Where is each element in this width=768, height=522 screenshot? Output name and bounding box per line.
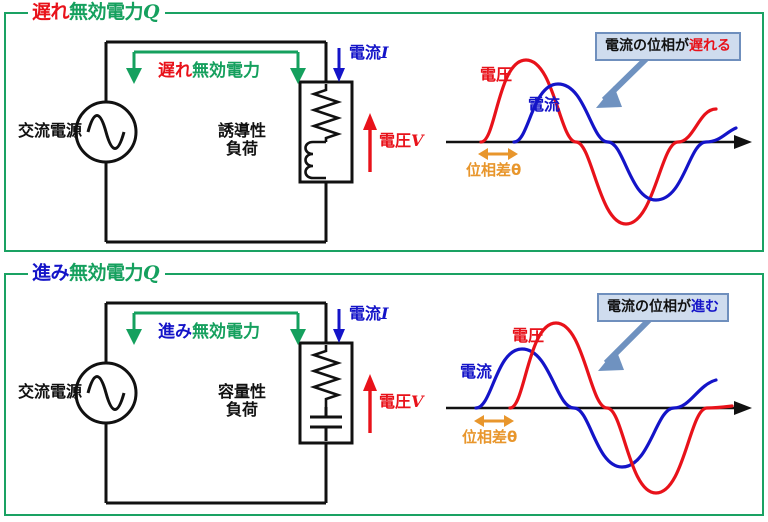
panel-leading-title-var: Q <box>143 262 160 284</box>
ac-source-symbol <box>74 361 138 425</box>
load-label: 誘導性 負荷 <box>218 122 266 158</box>
voltage-label: 電圧V <box>379 393 423 411</box>
load-label-line2: 負荷 <box>226 399 259 419</box>
green-arrowhead-left <box>126 329 142 345</box>
callout-lagging-prefix: 電流の位相が <box>605 38 689 54</box>
reactive-power-label: 進み無効電力 <box>158 322 260 342</box>
callout-leading-prefix: 電流の位相が <box>607 299 691 315</box>
green-arrowhead-right <box>290 68 306 84</box>
circuit-leading: 交流電源 進み無効電力 容量性 負荷 電流I 電圧V <box>6 275 446 514</box>
ac-source-label: 交流電源 <box>18 121 83 140</box>
phase-difference-arrow <box>474 415 514 427</box>
voltage-waveform <box>508 321 734 495</box>
load-label-line1: 容量性 <box>218 382 267 401</box>
load-label-line2: 負荷 <box>226 138 259 158</box>
panel-lagging-title: 遅れ無効電力Q <box>28 1 166 23</box>
current-label: 電流I <box>349 305 389 323</box>
callout-pointer-arrow <box>598 316 653 371</box>
current-waveform <box>512 82 738 202</box>
current-arrowhead <box>333 329 345 343</box>
waveform-voltage-label: 電圧 <box>512 326 545 345</box>
green-arrowhead-left <box>126 68 142 84</box>
panel-lagging-title-rest: 無効電力 <box>69 1 144 23</box>
callout-leading-accent: 進む <box>691 299 719 315</box>
panel-leading-title: 進み無効電力Q <box>28 262 166 284</box>
load-label-line1: 誘導性 <box>218 121 267 140</box>
current-label-var: I <box>381 43 389 62</box>
capacitive-load-box <box>298 341 354 445</box>
waveform-lagging: 電圧 電流 位相差θ 電流の位相が遅れる <box>436 14 766 250</box>
voltage-label-var: V <box>411 392 424 411</box>
reactive-power-label-accent: 遅れ <box>158 61 192 81</box>
callout-leading: 電流の位相が進む <box>597 293 729 323</box>
capacitor-symbol <box>310 407 342 441</box>
current-label-var: I <box>381 304 389 323</box>
panel-leading-title-rest: 無効電力 <box>69 262 144 284</box>
callout-pointer-arrow <box>596 54 651 108</box>
circuit-wires <box>104 301 328 505</box>
voltage-label: 電圧V <box>379 132 423 150</box>
green-arrowhead-right <box>290 329 306 345</box>
inductor-symbol <box>304 140 326 180</box>
reactive-power-label: 遅れ無効電力 <box>158 61 260 81</box>
panel-lagging-reactive-power: 遅れ無効電力Q <box>4 1 766 252</box>
current-label-text: 電流 <box>349 304 382 323</box>
reactive-power-label-accent: 進み <box>158 322 192 342</box>
resistor-symbol <box>309 84 343 142</box>
panel-lagging-title-var: Q <box>143 1 160 23</box>
ac-source-symbol <box>74 100 138 164</box>
voltage-label-var: V <box>411 131 424 150</box>
phase-difference-label: 位相差θ <box>462 428 518 446</box>
panel-leading-reactive-power: 進み無効電力Q <box>4 262 766 516</box>
waveform-current-label: 電流 <box>528 95 561 114</box>
load-label: 容量性 負荷 <box>218 383 266 419</box>
waveform-lagging-svg <box>446 54 752 226</box>
time-axis <box>446 135 752 149</box>
current-waveform <box>474 347 718 469</box>
current-label: 電流I <box>349 44 389 62</box>
voltage-label-text: 電圧 <box>379 131 412 150</box>
circuit-lagging: 交流電源 遅れ無効電力 誘導性 負荷 電流I 電圧V <box>6 14 446 250</box>
time-axis <box>446 401 752 415</box>
voltage-label-text: 電圧 <box>379 392 412 411</box>
panel-lagging-title-accent: 遅れ <box>32 1 70 23</box>
ac-source-label: 交流電源 <box>18 382 83 401</box>
voltage-arrowhead <box>363 113 377 130</box>
reactive-power-label-rest: 無効電力 <box>192 322 260 342</box>
axis-arrowhead <box>734 401 752 415</box>
phase-difference-arrow <box>478 148 518 160</box>
axis-arrowhead <box>734 135 752 149</box>
waveform-voltage-label: 電圧 <box>480 65 513 84</box>
phase-difference-label: 位相差θ <box>466 161 522 179</box>
panel-leading-title-accent: 進み <box>32 262 70 284</box>
current-arrowhead <box>333 68 345 82</box>
waveform-leading-svg <box>446 316 752 495</box>
current-label-text: 電流 <box>349 43 382 62</box>
waveform-leading: 電圧 電流 位相差θ 電流の位相が進む <box>436 275 766 514</box>
callout-lagging-accent: 遅れる <box>689 38 731 54</box>
circuit-leading-svg <box>74 301 377 505</box>
reactive-power-label-rest: 無効電力 <box>192 61 260 81</box>
callout-lagging: 電流の位相が遅れる <box>595 32 741 62</box>
waveform-current-label: 電流 <box>460 362 493 381</box>
circuit-lagging-svg <box>74 40 377 244</box>
resistor-symbol <box>309 345 343 407</box>
voltage-waveform <box>479 58 718 226</box>
inductive-load-box <box>298 80 354 184</box>
voltage-arrowhead <box>363 374 377 391</box>
circuit-wires <box>104 40 328 244</box>
